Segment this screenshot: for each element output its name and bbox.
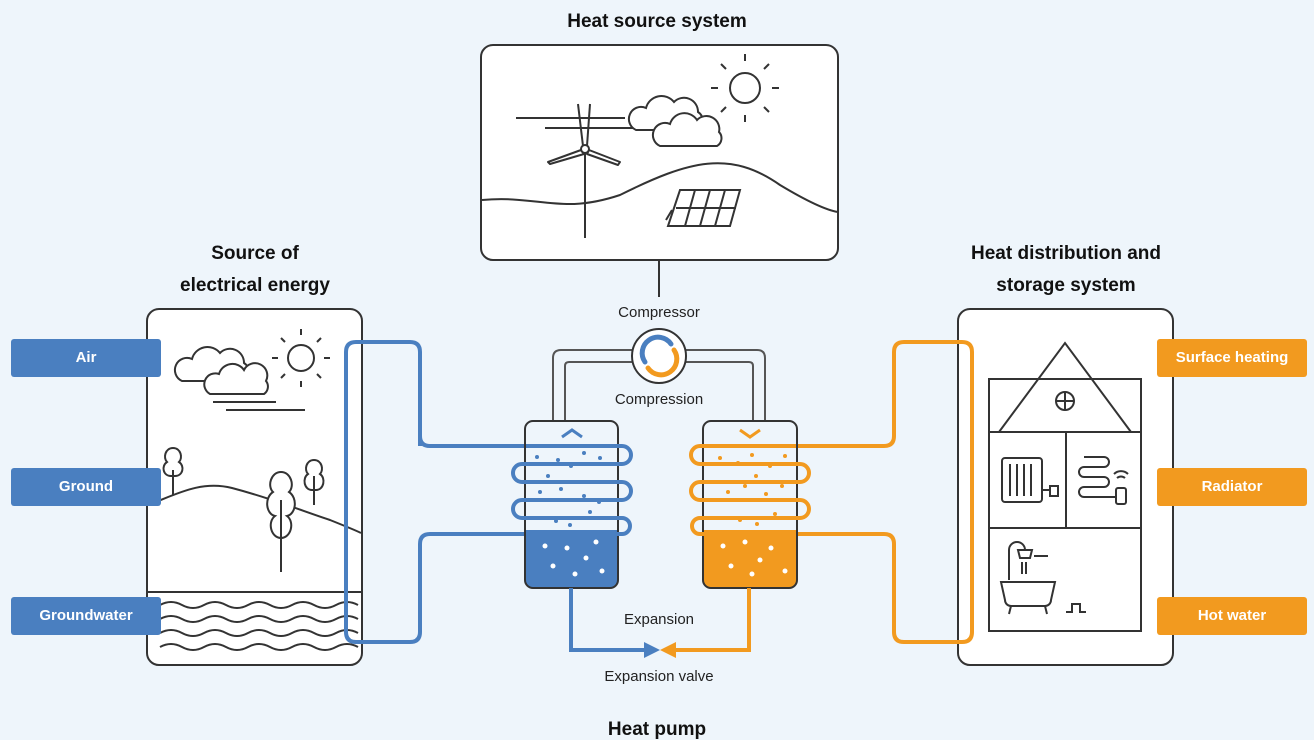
- expansion-label: Expansion: [624, 611, 694, 628]
- radiator-icon: [1001, 457, 1059, 503]
- heat-source-system-title: Heat source system: [567, 11, 747, 32]
- tag-ground: Ground: [11, 468, 161, 506]
- heat-source-panel: [480, 44, 839, 297]
- tag-groundwater: Groundwater: [11, 597, 161, 635]
- floor-heating-icon: [1078, 456, 1129, 505]
- distribution-title-line2: storage system: [996, 275, 1135, 296]
- water-waves-icon: [159, 601, 359, 651]
- heat-pump-title: Heat pump: [608, 719, 706, 740]
- house-icon: [988, 341, 1142, 632]
- compressor-loop: [552, 349, 766, 421]
- compressor-icon: [631, 328, 687, 384]
- cloud-icon: [173, 346, 269, 395]
- tag-air: Air: [11, 339, 161, 377]
- wind-turbine-icon: [547, 103, 621, 238]
- energy-source-panel: [146, 308, 363, 666]
- expansion-valve-label: Expansion valve: [604, 668, 713, 685]
- compressor-label: Compressor: [618, 304, 700, 321]
- tree-icon: [162, 446, 325, 572]
- expansion-pipes: [569, 588, 751, 652]
- distribution-circuit-pipe: [794, 340, 974, 644]
- tag-surface-heating: Surface heating: [1157, 339, 1307, 377]
- shower-bathtub-icon: [999, 541, 1086, 615]
- compression-label: Compression: [615, 391, 703, 408]
- source-title-line2: electrical energy: [180, 275, 330, 296]
- source-title-line1: Source of: [211, 243, 299, 264]
- evaporator-tank: [511, 420, 633, 589]
- sun-icon: [272, 329, 330, 387]
- solar-panel-icon: [665, 189, 742, 227]
- cloud-icon: [627, 95, 723, 147]
- source-circuit-pipe: [344, 340, 528, 644]
- distribution-title-line1: Heat distribution and: [971, 243, 1161, 264]
- tag-hot-water: Hot water: [1157, 597, 1307, 635]
- condenser-tank: [689, 420, 811, 589]
- distribution-panel: [957, 308, 1174, 666]
- tag-radiator: Radiator: [1157, 468, 1307, 506]
- expansion-valve-icon: [644, 642, 676, 658]
- sun-icon: [711, 54, 779, 122]
